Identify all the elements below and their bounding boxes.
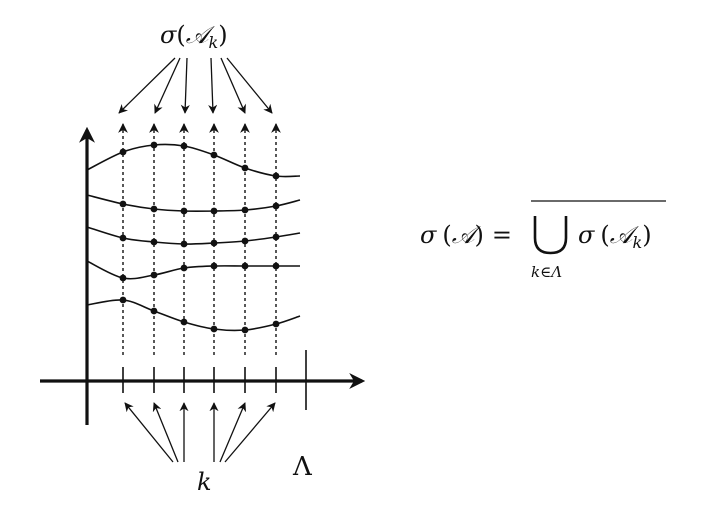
top-arrow bbox=[208, 57, 218, 114]
sample-point bbox=[210, 262, 218, 270]
sample-point bbox=[119, 234, 127, 242]
bottom-arrow bbox=[124, 402, 174, 463]
sample-points bbox=[119, 141, 280, 334]
sample-point bbox=[210, 207, 218, 215]
sample-point bbox=[150, 205, 158, 213]
sample-point bbox=[180, 264, 188, 272]
sample-point bbox=[241, 206, 249, 214]
bottom-label-arrows bbox=[124, 402, 276, 463]
sample-point bbox=[241, 237, 249, 245]
sample-point bbox=[180, 318, 188, 326]
curve-4 bbox=[86, 260, 300, 280]
eigenvalue-curves bbox=[86, 143, 301, 332]
top-arrow bbox=[154, 57, 181, 114]
sample-point bbox=[119, 274, 127, 282]
top-arrow bbox=[180, 57, 190, 114]
sample-point bbox=[180, 240, 188, 248]
top-arrow bbox=[118, 57, 176, 114]
top-label: σ(𝒜k) bbox=[160, 21, 228, 52]
sample-point bbox=[272, 172, 280, 180]
sample-point bbox=[180, 207, 188, 215]
lambda-label: Λ bbox=[292, 452, 313, 482]
formula-rhs: σ(𝒜k) bbox=[578, 221, 652, 252]
sample-point bbox=[150, 141, 158, 149]
sample-point bbox=[119, 200, 127, 208]
sample-point bbox=[272, 233, 280, 241]
sample-point bbox=[210, 239, 218, 247]
curve-3 bbox=[86, 226, 301, 245]
bottom-label-k: k bbox=[197, 468, 212, 496]
sample-point bbox=[150, 238, 158, 246]
sample-point bbox=[150, 307, 158, 315]
curve-2 bbox=[86, 194, 301, 212]
sample-point bbox=[272, 202, 280, 210]
sample-point bbox=[119, 148, 127, 156]
formula-lhs: σ(𝒜)= bbox=[420, 221, 512, 249]
top-arrow bbox=[226, 57, 273, 114]
curve-1 bbox=[86, 143, 301, 178]
sample-point bbox=[272, 262, 280, 270]
sample-point bbox=[241, 262, 249, 270]
bottom-arrow bbox=[224, 402, 276, 463]
union-index: k∈Λ bbox=[531, 263, 562, 281]
big-union-icon bbox=[533, 216, 568, 255]
sample-point bbox=[150, 271, 158, 279]
curve-5 bbox=[86, 299, 301, 332]
formula: σ(𝒜)= σ(𝒜k) k∈Λ bbox=[420, 200, 666, 281]
sample-point bbox=[210, 151, 218, 159]
sample-point bbox=[119, 296, 127, 304]
bottom-arrow bbox=[152, 402, 179, 463]
sample-point bbox=[272, 320, 280, 328]
sample-point bbox=[210, 325, 218, 333]
sample-point bbox=[241, 326, 249, 334]
top-label-arrows bbox=[118, 57, 273, 114]
axes bbox=[40, 126, 366, 425]
bottom-arrow bbox=[219, 402, 246, 463]
k-ticks bbox=[122, 367, 277, 393]
sample-point bbox=[180, 142, 188, 150]
sample-point bbox=[241, 164, 249, 172]
top-arrow bbox=[220, 57, 246, 114]
